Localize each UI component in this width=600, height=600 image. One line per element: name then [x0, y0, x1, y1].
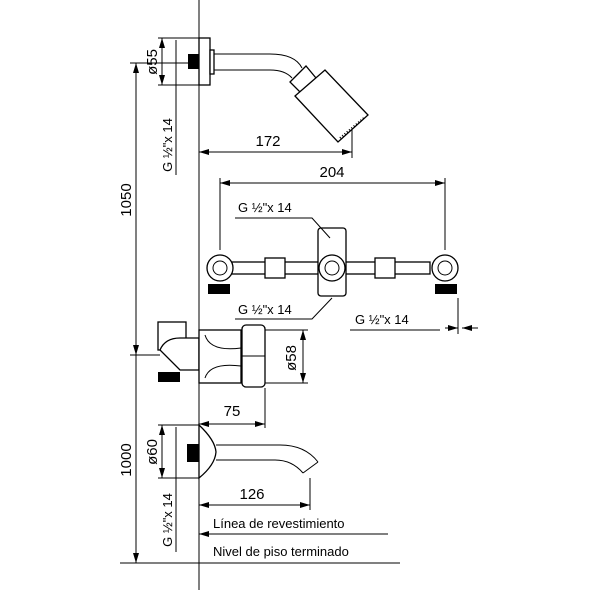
valve-spacing-dimension: 204	[219, 164, 446, 250]
valve-thread-top-label: G ½"x 14	[238, 200, 292, 215]
spout-height-label: 1000	[118, 443, 135, 476]
wall-line-label: Línea de revestimiento	[213, 516, 345, 531]
valve-assembly	[206, 227, 459, 297]
shower-projection-dimension: 172	[199, 130, 353, 158]
diverter-projection-label: 75	[224, 403, 241, 420]
spout-flange-dimension: ø60 G ½"x 14	[144, 424, 199, 552]
diverter-diameter-label: ø58	[283, 345, 300, 371]
valve-thread-bottom-label: G ½"x 14	[238, 302, 292, 317]
shower-projection-label: 172	[255, 133, 280, 150]
diverter-valve	[157, 321, 266, 388]
spout	[187, 423, 319, 480]
spout-thread-label: G ½"x 14	[160, 493, 175, 547]
shower-thread-label: G ½"x 14	[160, 118, 175, 172]
valve-spacing-label: 204	[319, 164, 344, 181]
spout-projection-label: 126	[239, 486, 264, 503]
shower-head	[188, 37, 369, 143]
floor-line-label: Nivel de piso terminado	[213, 544, 349, 559]
height-dimensions: 1050 1000	[118, 62, 199, 563]
valve-thread-right-label: G ½"x 14	[355, 312, 409, 327]
spout-flange-label: ø60	[144, 439, 161, 465]
shower-height-label: 1050	[118, 183, 135, 216]
diverter-dimension: ø58 75	[199, 329, 308, 428]
spout-projection-dimension: 126	[199, 478, 311, 510]
shower-flange-label: ø55	[144, 49, 161, 75]
shower-flange-dimension: ø55 G ½"x 14	[144, 37, 199, 175]
valve-thread-labels: G ½"x 14 G ½"x 14 G ½"x 14	[235, 200, 478, 334]
